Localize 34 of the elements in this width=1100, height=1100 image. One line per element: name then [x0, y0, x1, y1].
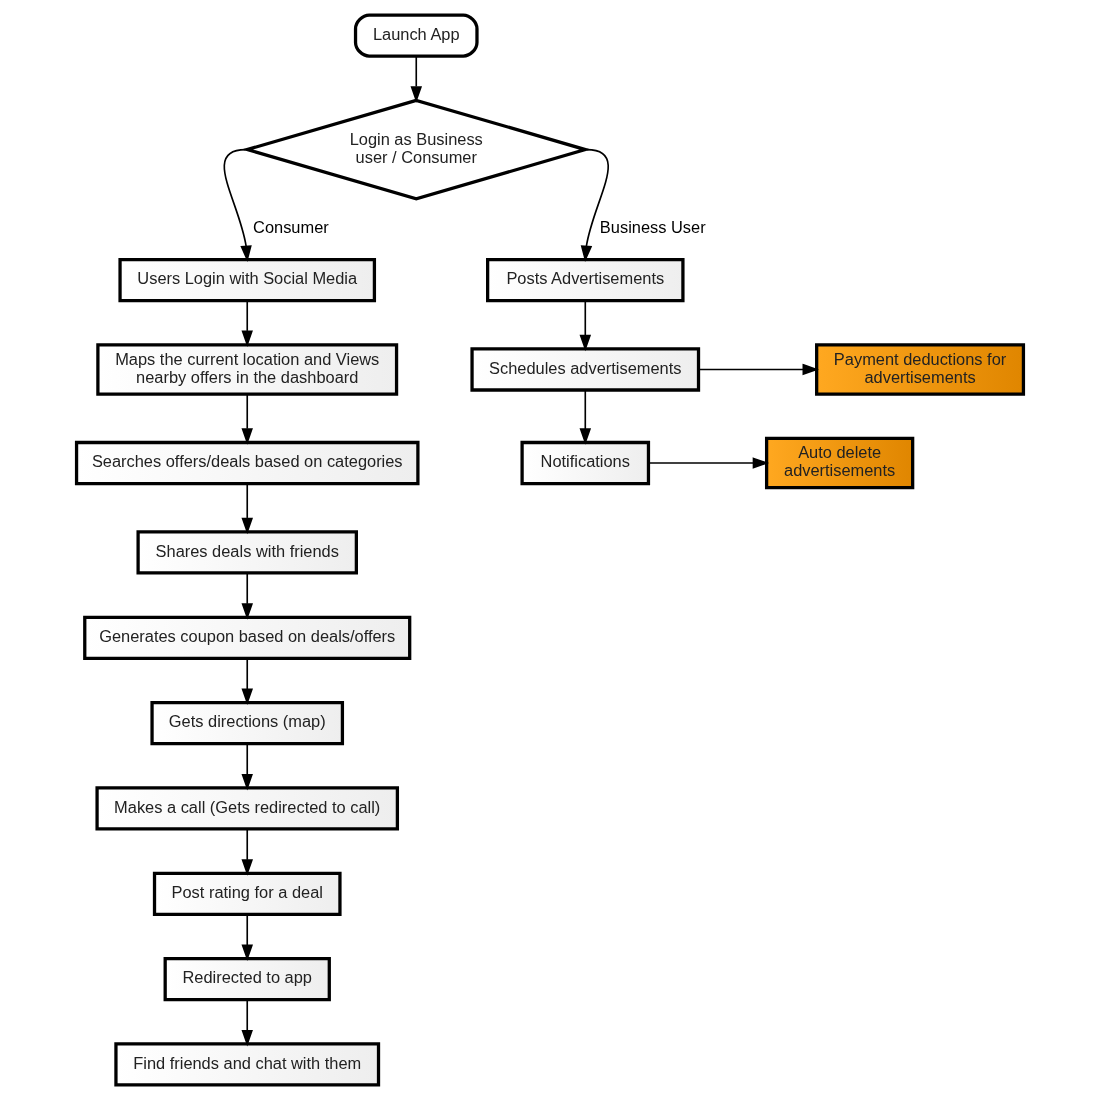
- node-box: Launch App: [353, 13, 479, 58]
- node-box: Gets directions (map): [150, 701, 345, 746]
- arrow: [241, 828, 253, 876]
- node-box: Searches offers/deals based on categories: [74, 440, 420, 486]
- arrow: [579, 389, 592, 445]
- arrow: [410, 55, 422, 103]
- arrow: [241, 657, 253, 706]
- node-box: Makes a call (Gets redirected to call): [95, 786, 399, 831]
- node-box: Generates coupon based on deals/offers: [83, 615, 412, 660]
- arrow: [648, 457, 770, 469]
- node-box: Payment deductions for advertisements: [815, 343, 1026, 396]
- arrow: [241, 300, 253, 347]
- node-box: Shares deals with friends: [136, 530, 358, 575]
- node-box: Schedules advertisements: [470, 347, 701, 392]
- arrow: [698, 363, 819, 376]
- node-box: Posts Advertisements: [486, 257, 685, 303]
- node-box: Users Login with Social Media: [118, 257, 377, 303]
- node-box: Notifications: [520, 440, 651, 486]
- arrow: [241, 393, 253, 445]
- node-box: Maps the current location and Views nearby offers in the dashboard: [96, 343, 399, 396]
- node-box: Redirected to app: [163, 957, 331, 1002]
- arrow: [223, 148, 252, 262]
- arrow: [579, 300, 592, 352]
- arrow: [241, 482, 253, 535]
- node-box: Find friends and chat with them: [114, 1042, 381, 1087]
- node-box: Auto delete advertisements: [765, 436, 915, 490]
- arrow: [241, 999, 253, 1047]
- edge-label: Business User: [599, 218, 706, 237]
- arrow: [580, 148, 609, 262]
- node-box: Post rating for a deal: [152, 871, 342, 916]
- arrow: [241, 572, 253, 620]
- edge-label: Consumer: [253, 218, 329, 237]
- arrow: [241, 743, 253, 791]
- arrow: [241, 913, 253, 962]
